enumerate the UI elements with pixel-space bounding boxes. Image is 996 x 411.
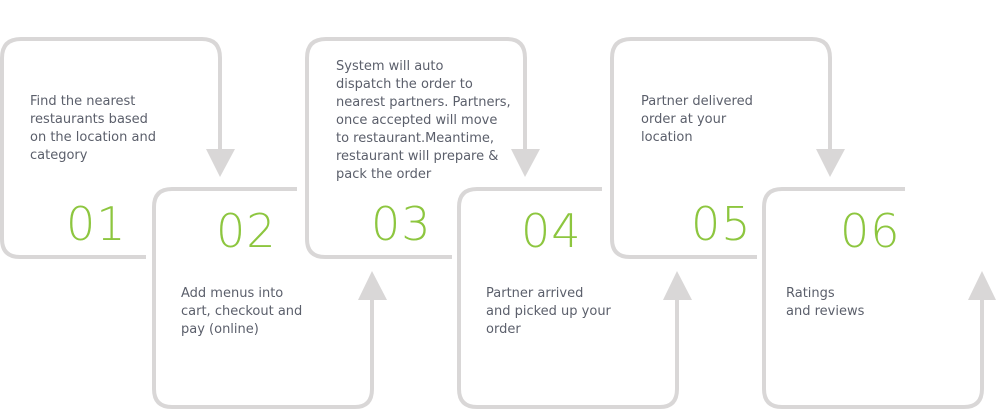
step-03-frame <box>305 37 527 259</box>
step-06-number: 06 <box>840 204 901 258</box>
up-arrow-icon <box>663 271 692 300</box>
step-04-frame <box>457 187 679 409</box>
down-arrow-icon <box>816 149 845 177</box>
step-03-description: System will auto dispatch the order to n… <box>336 59 511 182</box>
step-05-frame <box>610 37 832 259</box>
step-06-description: Ratings and reviews <box>786 286 865 319</box>
step-06-frame <box>762 187 984 409</box>
up-arrow-icon <box>968 271 996 300</box>
step-02-number: 02 <box>216 204 277 258</box>
step-04-description: Partner arrived and picked up your order <box>486 286 611 337</box>
down-arrow-icon <box>206 149 235 177</box>
step-02-frame <box>152 187 374 409</box>
up-arrow-icon <box>358 271 387 300</box>
step-05-description: Partner delivered order at your location <box>641 94 753 145</box>
step-04-number: 04 <box>521 204 582 258</box>
step-01-description: Find the nearest restaurants based on th… <box>30 94 156 163</box>
step-03-number: 03 <box>371 197 432 251</box>
step-05-number: 05 <box>691 197 752 251</box>
step-01-frame <box>0 37 222 259</box>
step-02-description: Add menus into cart, checkout and pay (o… <box>181 286 303 337</box>
step-01-number: 01 <box>66 197 127 251</box>
down-arrow-icon <box>511 149 540 177</box>
